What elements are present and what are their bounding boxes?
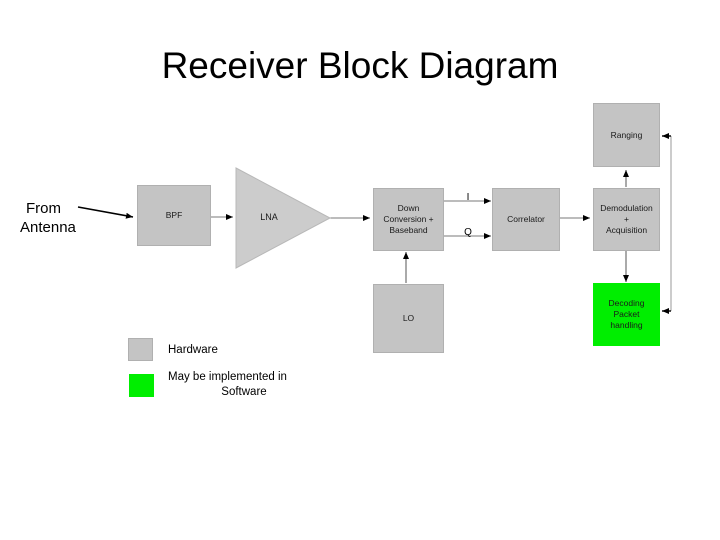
legend-label-software-line2: Software bbox=[221, 386, 267, 398]
block-correlator-label: Correlator bbox=[507, 214, 545, 224]
block-bpf-label: BPF bbox=[165, 210, 183, 220]
input-label-from: From bbox=[26, 200, 61, 217]
signal-label-q: Q bbox=[464, 227, 472, 238]
block-correlator[interactable]: Correlator bbox=[492, 188, 560, 251]
block-demod-label-line3: Acquisition bbox=[605, 225, 648, 235]
legend-swatch-hardware bbox=[128, 338, 153, 361]
block-demodulation-acquisition[interactable]: Demodulation + Acquisition bbox=[593, 188, 660, 251]
page-title: Receiver Block Diagram bbox=[161, 45, 559, 86]
block-demod-label-line1: Demodulation bbox=[600, 203, 653, 213]
block-downconv-label-line1: Down bbox=[397, 203, 420, 213]
legend-label-software-line1: May be implemented in bbox=[168, 371, 287, 383]
legend-swatch-software bbox=[129, 374, 154, 397]
block-ranging-label: Ranging bbox=[610, 129, 643, 140]
arrow-antenna-to-bpf bbox=[77, 206, 134, 219]
legend-label-hardware: Hardware bbox=[168, 344, 218, 356]
block-decoding-label-line1: Decoding bbox=[608, 298, 645, 308]
block-lna-label: LNA bbox=[260, 212, 278, 222]
block-lo[interactable]: LO bbox=[373, 284, 444, 353]
block-ranging[interactable]: Ranging bbox=[593, 103, 660, 167]
block-demod-label-line2: + bbox=[624, 214, 629, 224]
block-lo-label: LO bbox=[402, 313, 415, 323]
block-decoding-packet-handling[interactable]: Decoding Packet handling bbox=[593, 283, 660, 346]
block-decoding-label-line2: Packet bbox=[613, 309, 640, 319]
block-downconv-label-line2: Conversion + bbox=[383, 214, 434, 224]
block-downconv-label-line3: Baseband bbox=[389, 225, 428, 235]
block-bpf[interactable]: BPF bbox=[137, 185, 211, 246]
signal-label-i: I bbox=[466, 192, 470, 203]
block-decoding-label-line3: handling bbox=[610, 320, 643, 330]
input-label-antenna: Antenna bbox=[20, 219, 76, 236]
block-down-conversion-baseband[interactable]: Down Conversion + Baseband bbox=[373, 188, 444, 251]
